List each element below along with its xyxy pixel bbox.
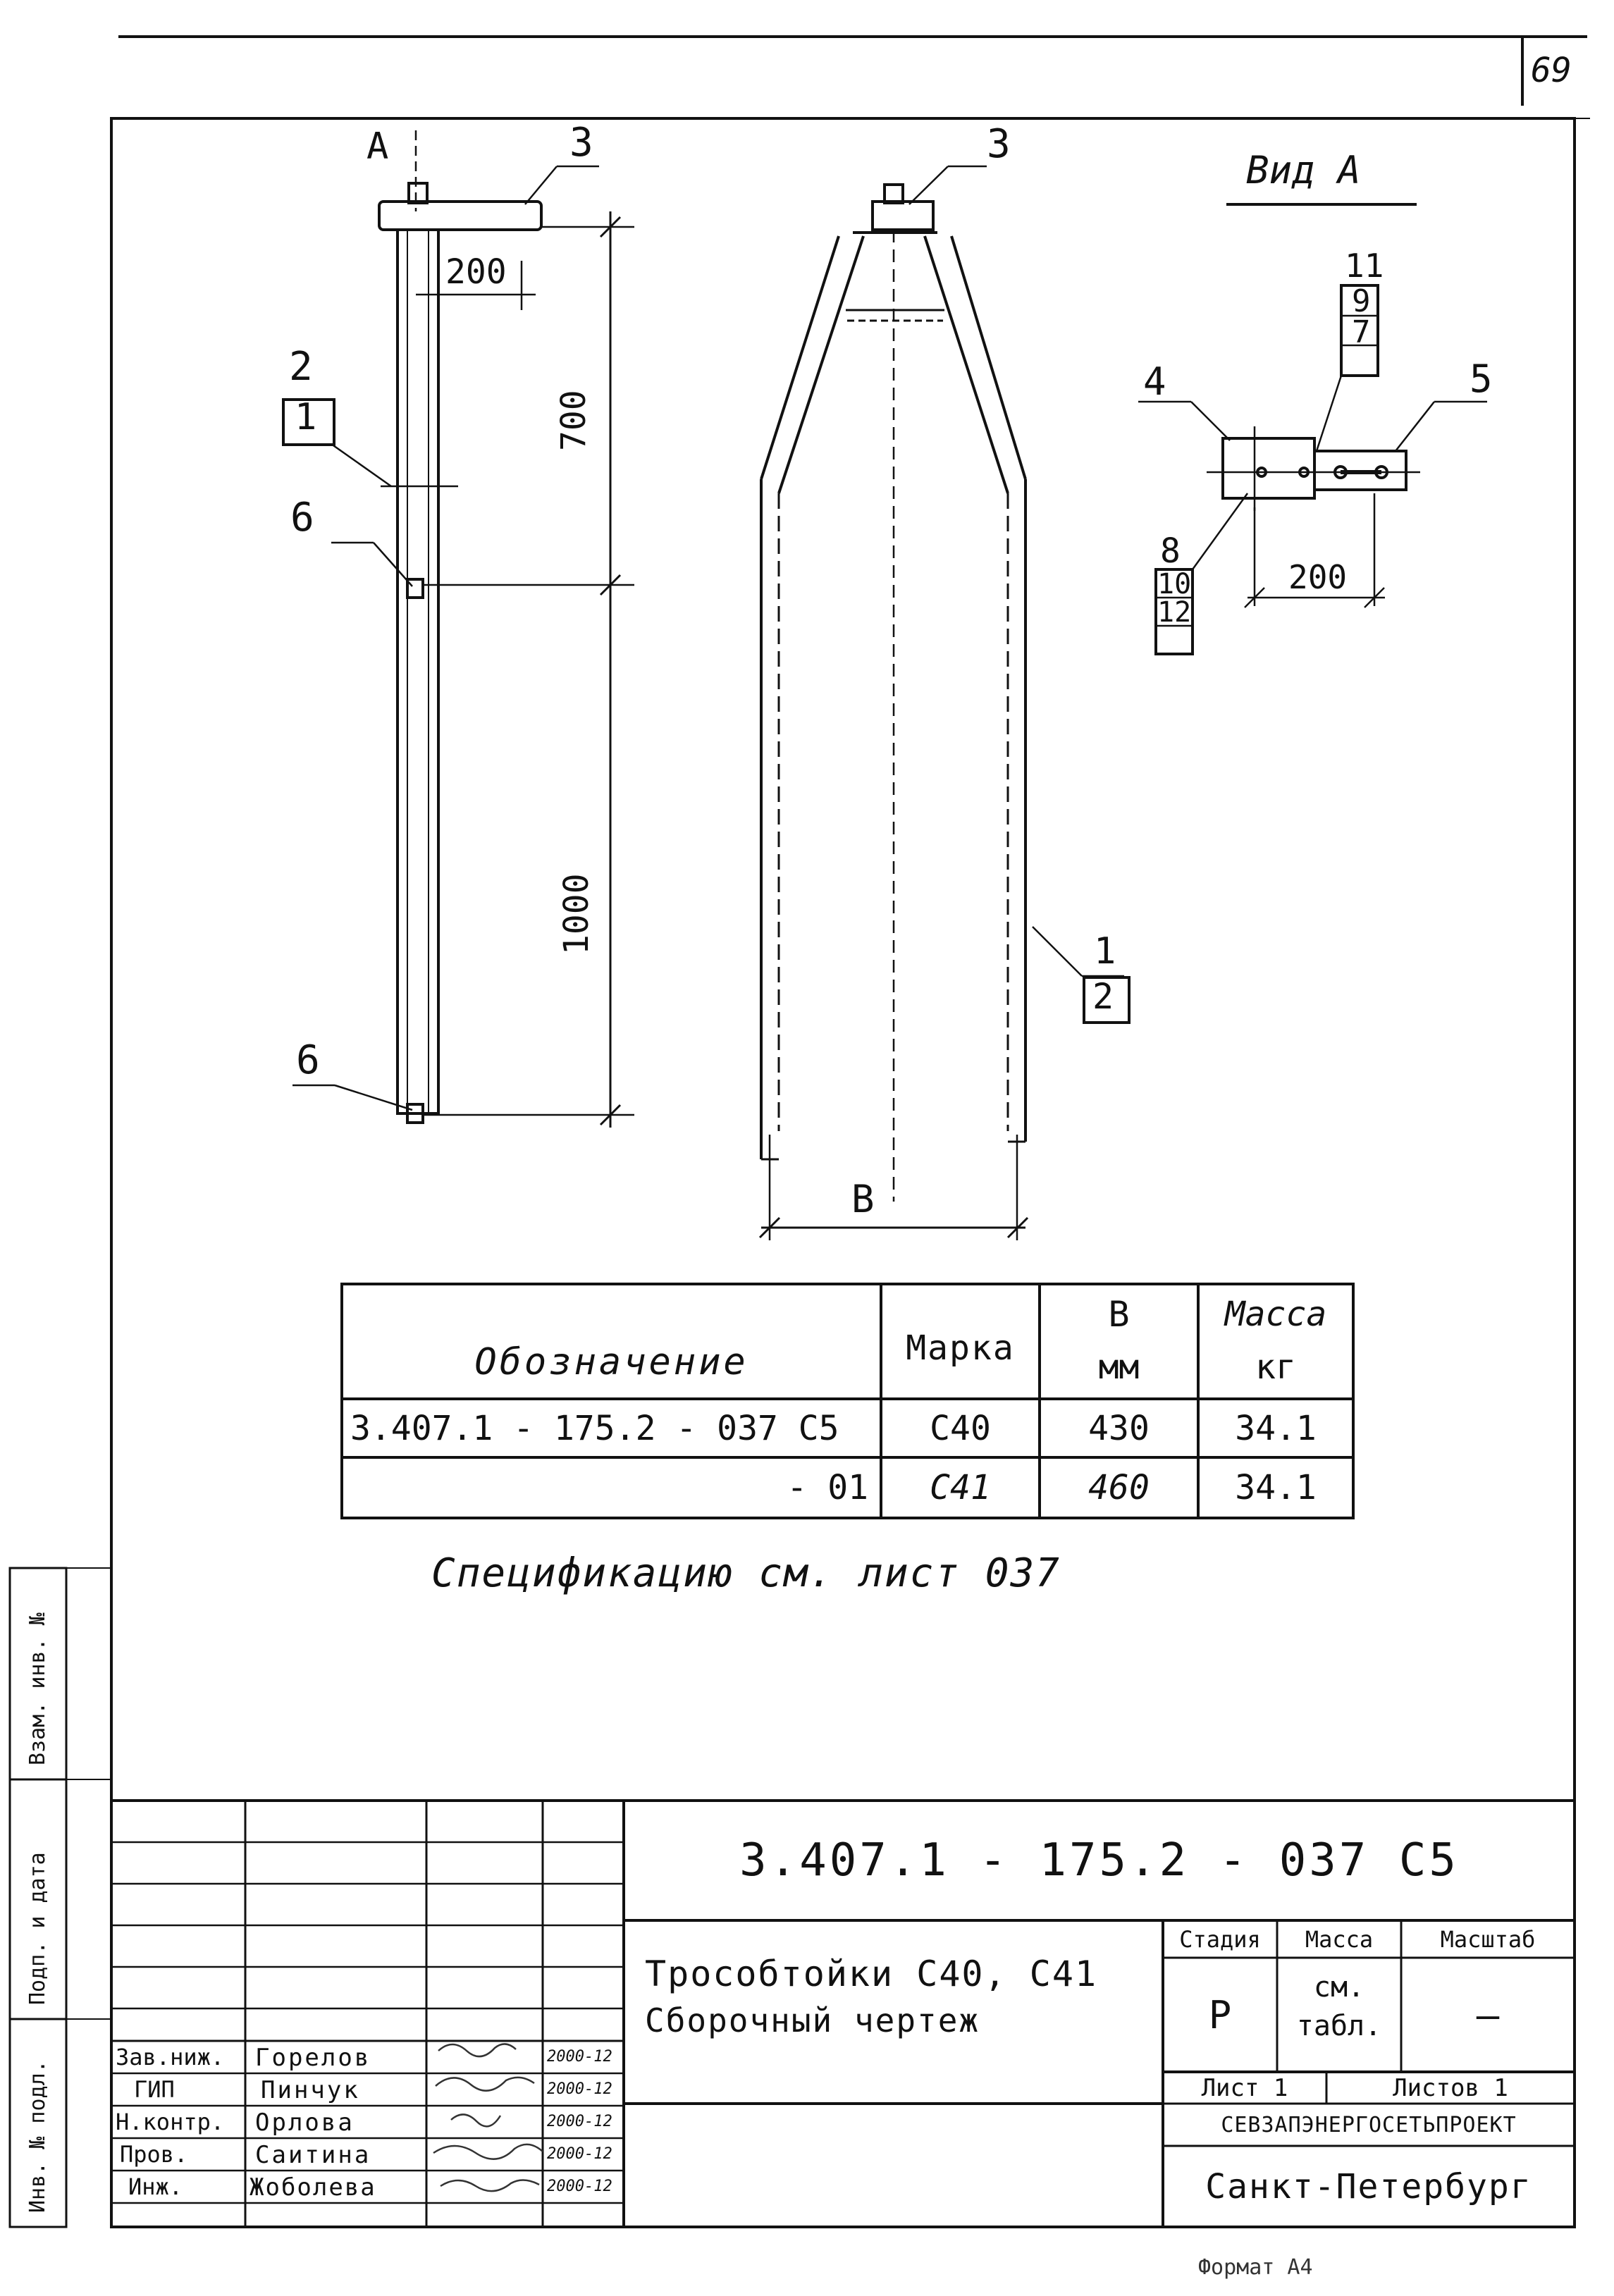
staff-role-3: Н.контр. [116,2109,225,2135]
callout-left-6-lower: 6 [296,1037,320,1083]
scale-value: — [1476,1992,1500,2037]
view-a-title: Вид А [1246,148,1361,192]
callout-11: 11 [1345,247,1384,285]
title-line-2: Сборочный чертеж [645,2001,980,2039]
staff-date-1: 2000-12 [547,2048,612,2066]
mass-value-2: табл. [1296,2010,1382,2042]
org-name: СЕВЗАПЭНЕРГОСЕТЬПРОЕКТ [1221,2112,1517,2137]
table-row-1-b: 430 [1088,1408,1150,1448]
dim-left-200: 200 [445,252,507,292]
table-row-1-designation: 3.407.1 - 175.2 - 037 С5 [350,1408,839,1448]
table-header-mass: Масса [1224,1295,1327,1334]
staff-name-5: Жоболева [250,2173,376,2202]
dim-view-a-200: 200 [1288,558,1348,596]
staff-name-4: Саитина [255,2141,371,2169]
table-header-b: В [1108,1294,1130,1335]
table-header-mark: Марка [906,1328,1015,1368]
staff-role-2: ГИП [134,2076,175,2103]
stage-value: Р [1208,1992,1232,2037]
format-note: Формат А4 [1198,2255,1313,2280]
title-doc-code: 3.407.1 - 175.2 - 037 С5 [739,1834,1459,1887]
callout-7: 7 [1352,314,1371,350]
dim-middle-b: В [851,1177,875,1221]
view-letter-a: А [366,125,389,168]
callout-9: 9 [1352,283,1371,319]
staff-name-3: Орлова [255,2109,355,2137]
callout-10: 10 [1157,568,1192,600]
sheets-label: Листов 1 [1393,2073,1508,2102]
callout-5: 5 [1470,357,1493,401]
callout-middle-2: 2 [1092,976,1114,1017]
table-row-2-designation: - 01 [787,1468,868,1507]
sheet-label: Лист 1 [1201,2073,1288,2102]
staff-name-2: Пинчук [261,2076,360,2104]
callout-left-6-upper: 6 [290,495,314,541]
staff-date-5: 2000-12 [547,2178,612,2195]
staff-role-5: Инж. [128,2173,183,2200]
callout-left-2: 2 [289,344,313,390]
callout-left-1: 1 [295,396,317,438]
table-row-2-b: 460 [1088,1468,1150,1507]
staff-date-4: 2000-12 [547,2145,612,2163]
callout-8: 8 [1160,531,1181,571]
dim-left-700: 700 [554,390,593,451]
callout-left-3: 3 [569,120,593,166]
mass-value-1: см. [1313,1971,1365,2004]
callout-left-1-box [282,398,335,446]
title-line-1: Трособтойки С40, С41 [645,1954,1098,1994]
table-row-1-mark: С40 [930,1408,991,1448]
sheet-number: 69 [1531,51,1572,90]
side-stamp-replace-inv: Взам. инв. № [25,1612,50,1765]
staff-date-3: 2000-12 [547,2113,612,2130]
side-stamp-sign-date: Подп. и дата [25,1852,50,2005]
spec-note: Спецификацию см. лист 037 [431,1550,1061,1596]
table-header-b-unit: мм [1098,1347,1140,1387]
callout-middle-2-box [1083,976,1131,1024]
staff-role-4: Пров. [120,2141,188,2168]
staff-role-1: Зав.ниж. [116,2044,225,2070]
callout-12: 12 [1157,596,1192,629]
table-header-mass-unit: кг [1255,1347,1296,1387]
stage-header: Стадия [1179,1925,1261,1953]
table-row-2-mass: 34.1 [1235,1468,1317,1507]
staff-name-1: Горелов [255,2044,371,2072]
dim-left-1000: 1000 [557,873,596,955]
staff-date-2: 2000-12 [547,2080,612,2098]
table-row-2-mark: С41 [930,1468,991,1507]
callout-4: 4 [1143,359,1166,404]
side-stamp-inv-no: Инв. № подл. [25,2060,50,2213]
table-row-1-mass: 34.1 [1235,1408,1317,1448]
table-header-designation: Обозначение [474,1340,749,1383]
scale-header: Масштаб [1440,1925,1536,1953]
org-city: Санкт-Петербург [1205,2166,1532,2206]
callout-middle-1: 1 [1094,930,1116,973]
mass-header: Масса [1305,1925,1374,1953]
callout-middle-3: 3 [987,121,1011,167]
